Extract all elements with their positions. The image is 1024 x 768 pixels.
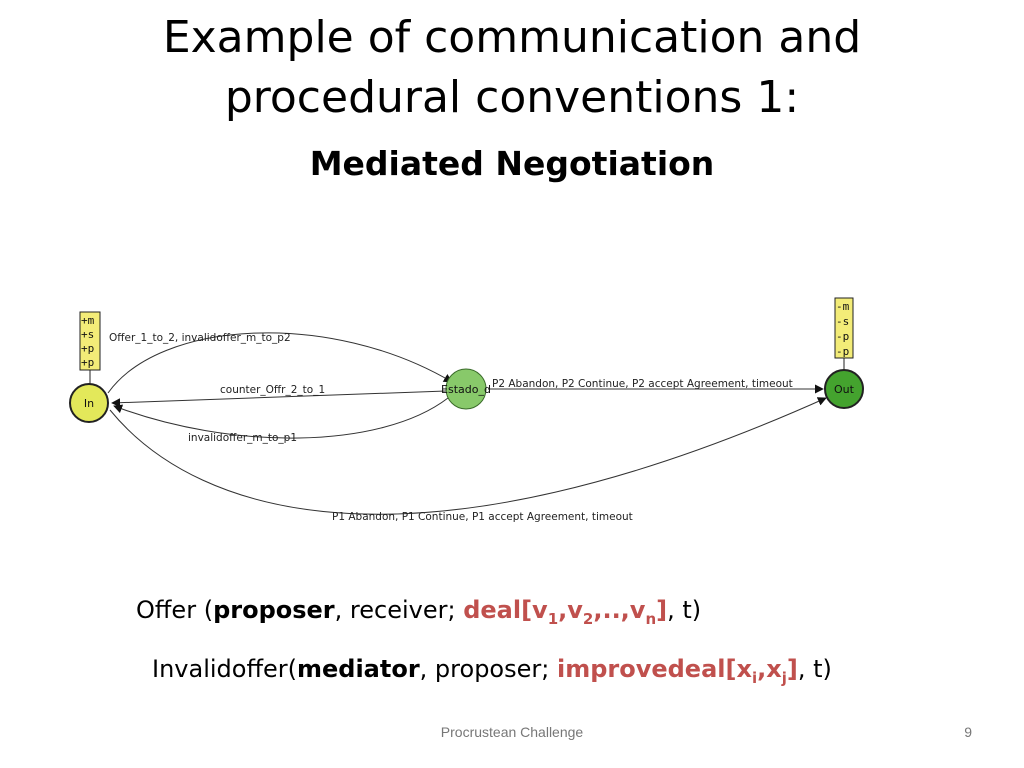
- offer-deal-close: ]: [656, 596, 668, 624]
- out-attr-1: -s: [836, 315, 849, 328]
- node-out-circle: [824, 369, 864, 409]
- offer-sub-1: 1: [547, 609, 559, 628]
- out-attribute-box: -m -s -p -p: [834, 297, 854, 359]
- title-line-2: procedural conventions 1:: [224, 72, 800, 123]
- node-in-circle: [69, 383, 109, 423]
- in-attr-0: +m: [81, 314, 95, 327]
- offer-middle: , receiver;: [334, 596, 464, 624]
- invalidoffer-prefix: Invalidoffer(: [152, 655, 297, 683]
- out-attr-3: -p: [836, 345, 849, 358]
- invalidoffer-sub-j: j: [781, 668, 787, 687]
- offer-sub-n: n: [645, 609, 657, 628]
- edge-offer: [107, 332, 453, 394]
- invalidoffer-role: mediator: [296, 655, 420, 683]
- offer-prefix: Offer (: [136, 596, 214, 624]
- invalidoffer-formula: Invalidoffer(mediator, proposer; improve…: [152, 655, 832, 687]
- in-attribute-box: +m +s +p +p: [79, 311, 101, 371]
- edge-p1-exit: [109, 397, 827, 515]
- offer-sub-2: 2: [582, 609, 594, 628]
- edge-invalid-p1: [113, 397, 449, 439]
- node-in: In: [69, 383, 109, 423]
- offer-sep-2: ,..,v: [593, 596, 646, 624]
- node-out-label: Out: [834, 383, 855, 396]
- node-in-label: In: [84, 397, 94, 410]
- invalidoffer-suffix: , t): [797, 655, 832, 683]
- out-attr-0: -m: [836, 300, 850, 313]
- offer-deal: deal[v1,v2,..,vn]: [463, 596, 668, 628]
- node-estado-label: Estado_d: [441, 383, 491, 396]
- offer-sep-1: ,v: [558, 596, 583, 624]
- slide-subtitle: Mediated Negotiation: [309, 144, 715, 183]
- edge-label-p1-exit: P1 Abandon, P1 Continue, P1 accept Agree…: [332, 511, 633, 523]
- footer-text: Procrustean Challenge: [440, 724, 584, 740]
- offer-role: proposer: [213, 596, 335, 624]
- edge-counter: [111, 390, 447, 408]
- offer-deal-open: deal[v: [463, 596, 548, 624]
- invalidoffer-sep: ,x: [757, 655, 782, 683]
- edge-label-counter: counter_Offr_2_to_1: [220, 384, 325, 396]
- invalidoffer-deal-close: ]: [786, 655, 798, 683]
- in-attr-1: +s: [81, 328, 94, 341]
- edge-label-p2-exit: P2 Abandon, P2 Continue, P2 accept Agree…: [492, 378, 793, 390]
- edge-label-offer: Offer_1_to_2, invalidoffer_m_to_p2: [109, 332, 291, 344]
- invalidoffer-middle: , proposer;: [419, 655, 557, 683]
- in-attr-3: +p: [81, 356, 94, 369]
- slide-title: Example of communication and procedural …: [0, 8, 1024, 128]
- invalidoffer-deal: improvedeal[xi,xj]: [556, 655, 798, 687]
- node-out: Out: [824, 369, 864, 409]
- out-attr-2: -p: [836, 330, 849, 343]
- title-line-1: Example of communication and: [162, 12, 862, 63]
- node-estado: Estado_d: [441, 368, 491, 410]
- invalidoffer-deal-open: improvedeal[x: [556, 655, 752, 683]
- invalidoffer-sub-i: i: [751, 668, 758, 687]
- page-number: 9: [964, 724, 972, 740]
- node-estado-circle: [445, 368, 487, 410]
- edge-label-invalid-p1: invalidoffer_m_to_p1: [188, 432, 297, 444]
- offer-suffix: , t): [667, 596, 702, 624]
- in-attr-2: +p: [81, 342, 94, 355]
- offer-formula: Offer (proposer, receiver; deal[v1,v2,..…: [136, 596, 701, 628]
